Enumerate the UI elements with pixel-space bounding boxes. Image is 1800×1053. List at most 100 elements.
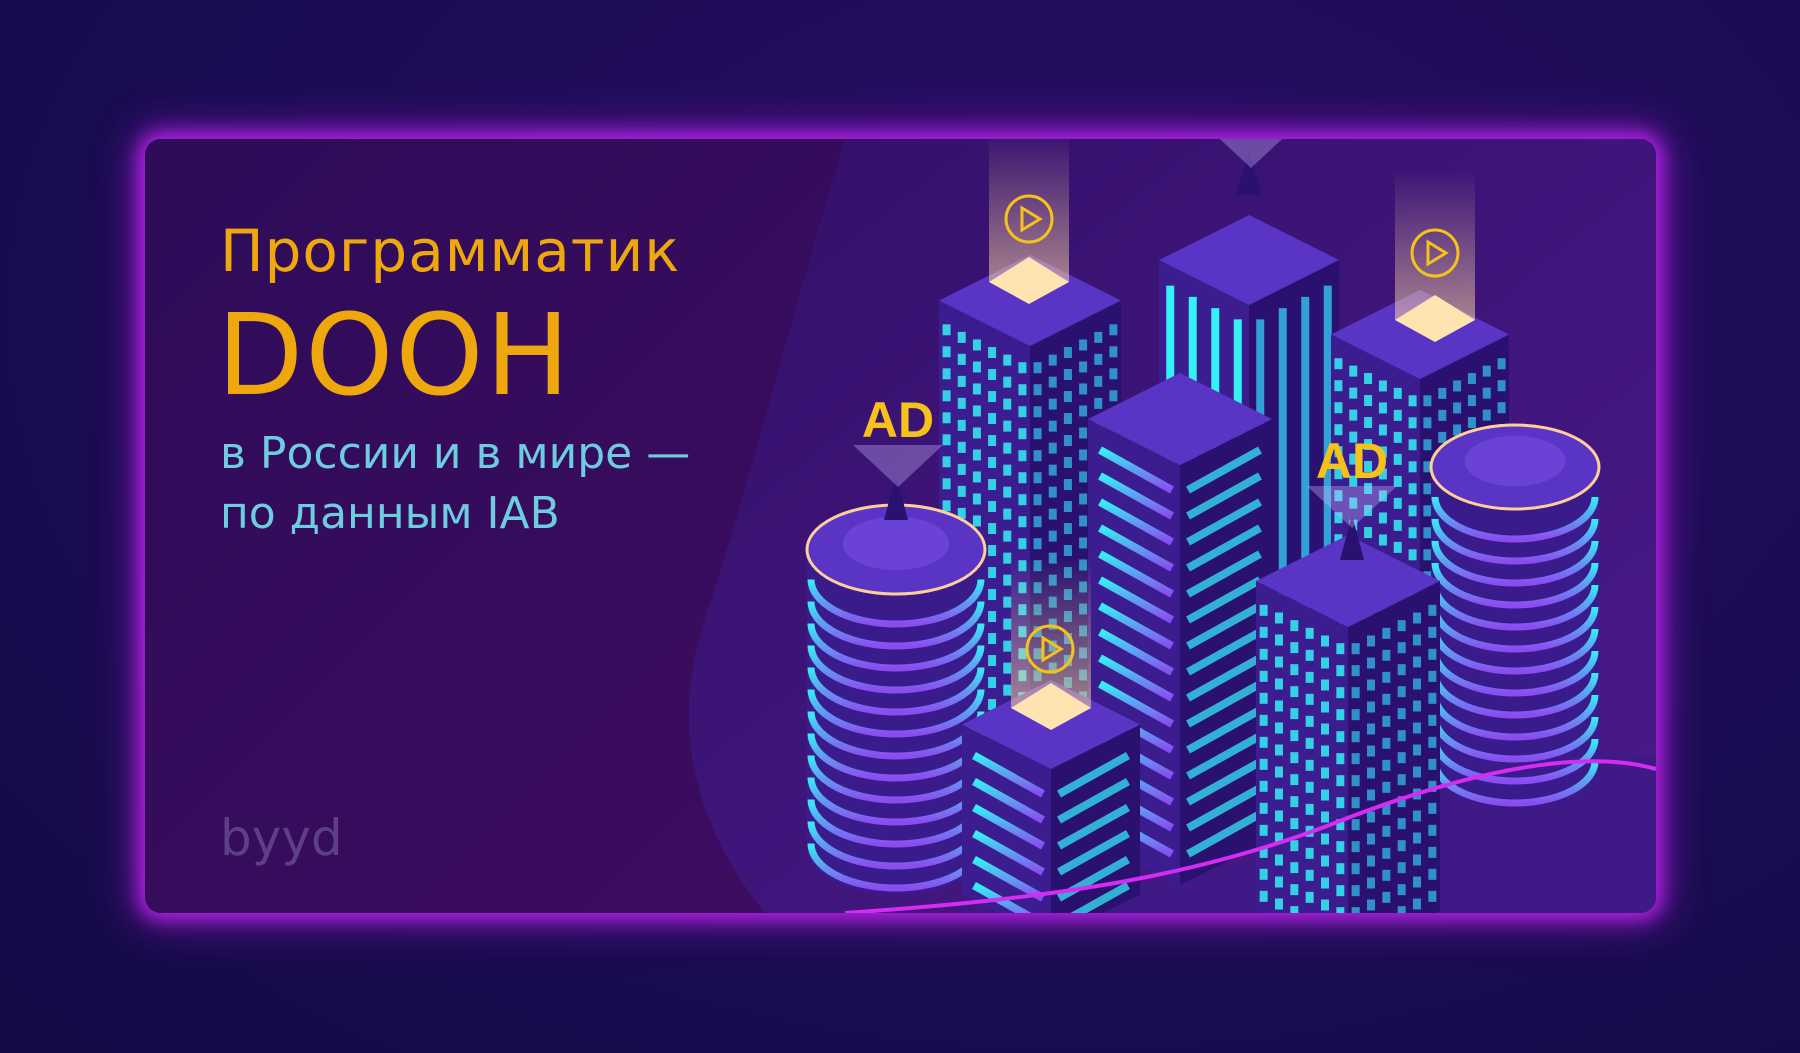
play-icon bbox=[1410, 228, 1460, 278]
window bbox=[1336, 665, 1345, 677]
window bbox=[1275, 810, 1283, 822]
window bbox=[1336, 775, 1345, 787]
window bbox=[1048, 442, 1057, 454]
window bbox=[1259, 802, 1268, 814]
rooftop-light bbox=[989, 257, 1069, 304]
window bbox=[1079, 427, 1088, 439]
rooftop-light bbox=[1395, 295, 1475, 342]
ground-glow-line bbox=[844, 759, 1656, 913]
window bbox=[1321, 767, 1329, 779]
window bbox=[988, 545, 997, 557]
cylinder-left bbox=[805, 503, 987, 894]
window bbox=[1275, 700, 1283, 712]
window bbox=[1397, 642, 1406, 654]
window bbox=[1428, 890, 1437, 902]
window bbox=[1048, 376, 1057, 388]
window bbox=[942, 500, 951, 512]
light-beam bbox=[989, 139, 1069, 282]
window bbox=[1334, 424, 1343, 436]
window bbox=[1382, 847, 1391, 859]
window bbox=[1334, 468, 1343, 480]
window bbox=[988, 633, 997, 645]
left-face bbox=[1256, 581, 1348, 913]
window bbox=[1349, 475, 1358, 487]
window bbox=[1290, 664, 1299, 676]
window bbox=[1367, 789, 1375, 801]
window bbox=[1003, 530, 1012, 542]
window bbox=[1275, 766, 1283, 778]
window bbox=[1003, 552, 1012, 564]
window bbox=[1378, 490, 1387, 502]
window bbox=[1393, 475, 1402, 487]
window bbox=[988, 369, 997, 381]
window bbox=[1438, 431, 1447, 443]
window-stripe bbox=[1186, 706, 1262, 754]
window bbox=[1364, 527, 1373, 539]
window bbox=[1275, 678, 1283, 690]
window bbox=[988, 347, 997, 359]
window bbox=[1003, 376, 1012, 388]
window bbox=[1382, 671, 1391, 683]
window bbox=[1018, 384, 1027, 396]
floor-stripe bbox=[1431, 540, 1599, 587]
window bbox=[1290, 818, 1299, 830]
window bbox=[957, 397, 966, 409]
window bbox=[1003, 618, 1012, 630]
window bbox=[957, 331, 966, 343]
window bbox=[1063, 545, 1072, 557]
window bbox=[1423, 527, 1432, 539]
window bbox=[1079, 383, 1088, 395]
window bbox=[1063, 479, 1072, 491]
window bbox=[1351, 665, 1360, 677]
window bbox=[1003, 354, 1012, 366]
light-beam bbox=[1011, 558, 1091, 708]
window bbox=[1048, 486, 1057, 498]
window bbox=[1259, 758, 1268, 770]
window bbox=[1397, 774, 1406, 786]
subtitle-line-2: по данным IAB bbox=[220, 488, 560, 539]
window bbox=[1364, 395, 1373, 407]
window bbox=[1349, 387, 1358, 399]
window bbox=[1109, 346, 1118, 358]
window bbox=[1290, 708, 1299, 720]
window bbox=[1290, 642, 1299, 654]
window-stripe bbox=[972, 856, 1045, 902]
window bbox=[1351, 841, 1360, 853]
window bbox=[1033, 450, 1042, 462]
window bbox=[1367, 811, 1375, 823]
headline-programmatic: Программатик bbox=[220, 217, 681, 285]
window bbox=[1003, 420, 1012, 432]
window bbox=[1109, 324, 1118, 336]
window bbox=[972, 471, 981, 483]
window bbox=[1018, 362, 1027, 374]
floor-stripe bbox=[1431, 716, 1599, 763]
window bbox=[1094, 353, 1103, 365]
window bbox=[1003, 508, 1012, 520]
window bbox=[1382, 759, 1391, 771]
window bbox=[1275, 898, 1283, 910]
window bbox=[1378, 534, 1387, 546]
window bbox=[1367, 855, 1375, 867]
window bbox=[1321, 899, 1329, 911]
window bbox=[1349, 497, 1358, 509]
window bbox=[1428, 648, 1437, 660]
window bbox=[1334, 446, 1343, 458]
window bbox=[1413, 700, 1421, 712]
window bbox=[1259, 736, 1268, 748]
window bbox=[1063, 523, 1072, 535]
floor-stripe bbox=[1431, 650, 1599, 697]
play-icon bbox=[1020, 205, 1043, 233]
window bbox=[1364, 505, 1373, 517]
headline-subtitle: в России и в мире — по данным IAB bbox=[220, 424, 690, 544]
window bbox=[1382, 715, 1391, 727]
window bbox=[1063, 501, 1072, 513]
window bbox=[1397, 708, 1406, 720]
window bbox=[1018, 494, 1027, 506]
window-stripe bbox=[1098, 680, 1174, 728]
ad-spotlight bbox=[1219, 139, 1283, 168]
floor-stripe bbox=[807, 689, 985, 738]
floor-stripe bbox=[1431, 694, 1599, 741]
window bbox=[988, 501, 997, 513]
window bbox=[1467, 395, 1476, 407]
window bbox=[1382, 627, 1391, 639]
